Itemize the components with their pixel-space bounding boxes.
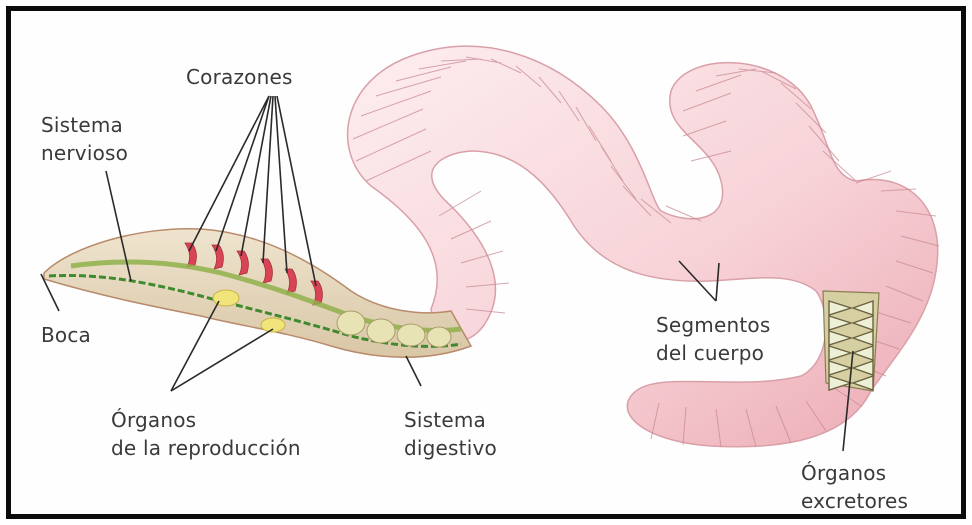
label-organos-reproduccion: Órganos de la reproducción: [111, 406, 301, 462]
label-sistema-nervioso: Sistema nervioso: [41, 111, 128, 167]
label-organos-excretores: Órganos excretores: [801, 459, 908, 515]
label-corazones: Corazones: [186, 63, 293, 91]
label-boca: Boca: [41, 321, 91, 349]
diagram-frame: Corazones Sistema nervioso Boca Órganos …: [6, 6, 966, 519]
label-segmentos-cuerpo: Segmentos del cuerpo: [656, 311, 770, 367]
label-sistema-digestivo: Sistema digestivo: [404, 406, 497, 462]
